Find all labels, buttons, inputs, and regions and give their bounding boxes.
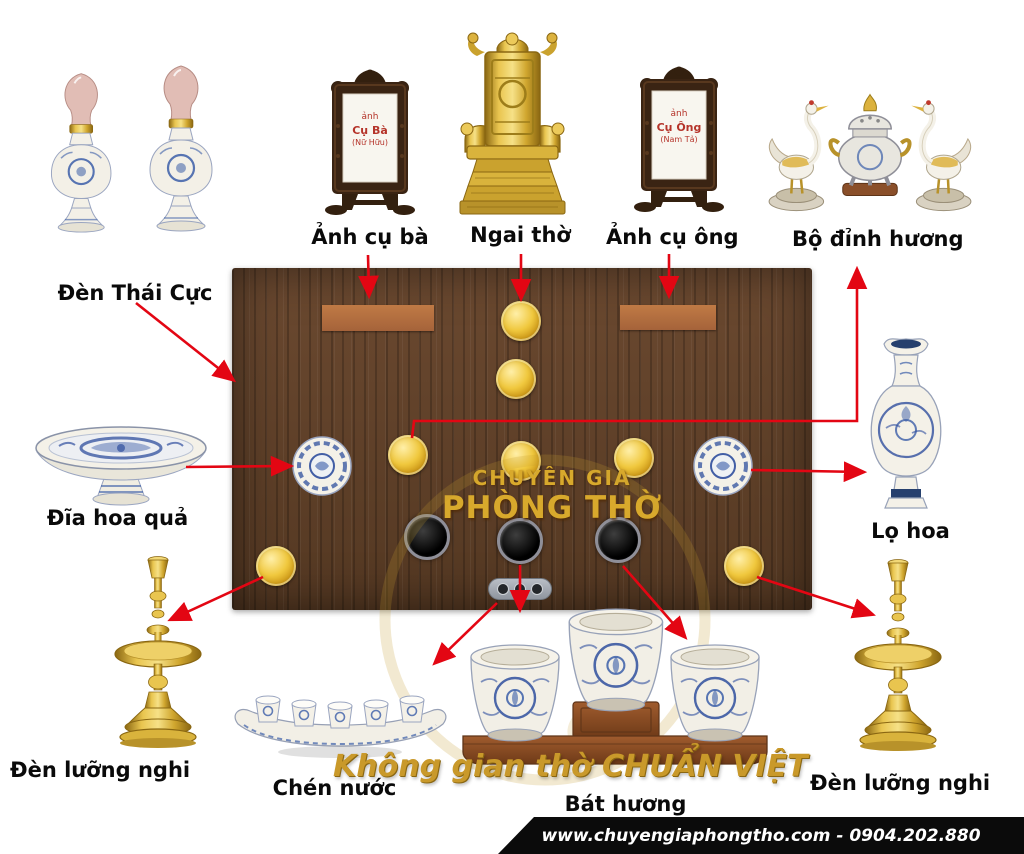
caption-line: ảnh <box>670 109 688 119</box>
label-anh-cu-ong: Ảnh cụ ông <box>606 225 739 249</box>
incense-bowl-marker-center <box>497 518 543 564</box>
water-cup-tray-marker <box>488 578 552 600</box>
footer-banner: www.chuyengiaphongtho.com - 0904.202.880 <box>498 817 1024 854</box>
frame-base-marker-left <box>322 305 434 331</box>
caption-line: (Nữ Hữu) <box>352 137 388 147</box>
coin-marker-left-crane <box>388 435 428 475</box>
label-den-luong-nghi-right: Đèn lưỡng nghi <box>810 771 991 795</box>
brand-line-1: CHUYÊN GIA <box>472 466 632 490</box>
fruit-plate-marker <box>291 435 353 497</box>
brand-line-2: PHÒNG THỜ <box>441 490 663 526</box>
altar-board: CHUYÊN GIA PHÒNG THỜ <box>232 268 812 610</box>
footer-contact-text: www.chuyengiaphongtho.com - 0904.202.880 <box>541 825 981 846</box>
candlestick-left-image <box>108 552 208 752</box>
coin-marker-right-crane <box>614 438 654 478</box>
label-chen-nuoc: Chén nước <box>272 776 397 800</box>
cup-dot <box>531 583 543 595</box>
oil-lamp-pair-image <box>36 52 228 248</box>
flower-vase-image <box>856 328 956 516</box>
label-anh-cu-ba: Ảnh cụ bà <box>311 225 429 249</box>
incense-bowls-image <box>455 602 775 774</box>
candlestick-right-image <box>848 555 948 755</box>
coin-marker-lamp <box>496 359 536 399</box>
throne-image <box>455 26 570 220</box>
frame-caption-grandfather: ảnh Cụ Ông (Nam Tả) <box>652 109 706 145</box>
water-cups-image <box>228 678 453 768</box>
label-den-thai-cuc: Đèn Thái Cực <box>57 281 213 305</box>
fruit-plate-image <box>25 418 217 510</box>
caption-line: (Nam Tả) <box>660 134 698 144</box>
label-lo-hoa: Lọ hoa <box>871 519 950 543</box>
label-bat-huong: Bát hương <box>564 792 687 816</box>
caption-line: Cụ Ông <box>656 120 702 134</box>
arrow-den-thai-cuc <box>135 301 237 383</box>
incense-burner-set-image <box>758 66 982 218</box>
brand-watermark: CHUYÊN GIA PHÒNG THỜ <box>432 466 672 526</box>
frame-caption-grandmother: ảnh Cụ Bà (Nữ Hữu) <box>343 112 397 148</box>
coin-marker-censer <box>501 441 541 481</box>
photo-frame-grandfather: ảnh Cụ Ông (Nam Tả) <box>627 63 731 213</box>
label-dia-hoa-qua: Đĩa hoa quả <box>46 506 189 530</box>
photo-frame-grandmother: ảnh Cụ Bà (Nữ Hữu) <box>318 66 422 216</box>
cup-dot <box>497 583 509 595</box>
caption-line: Cụ Bà <box>352 123 388 137</box>
cup-dot <box>514 583 526 595</box>
tagline-watermark: Không gian thờ CHUẨN VIỆT <box>333 749 808 784</box>
coin-marker-right-candle <box>724 546 764 586</box>
label-den-luong-nghi-left: Đèn lưỡng nghi <box>10 758 191 782</box>
flower-vase-marker <box>692 435 754 497</box>
coin-marker-left-candle <box>256 546 296 586</box>
caption-line: ảnh <box>361 112 379 122</box>
incense-bowl-marker-right <box>595 517 641 563</box>
coin-marker-throne <box>501 301 541 341</box>
incense-bowl-marker-left <box>404 514 450 560</box>
label-ngai-tho: Ngai thờ <box>470 223 571 247</box>
frame-base-marker-right <box>620 305 716 330</box>
label-bo-dinh-huong: Bộ đỉnh hương <box>792 227 964 251</box>
